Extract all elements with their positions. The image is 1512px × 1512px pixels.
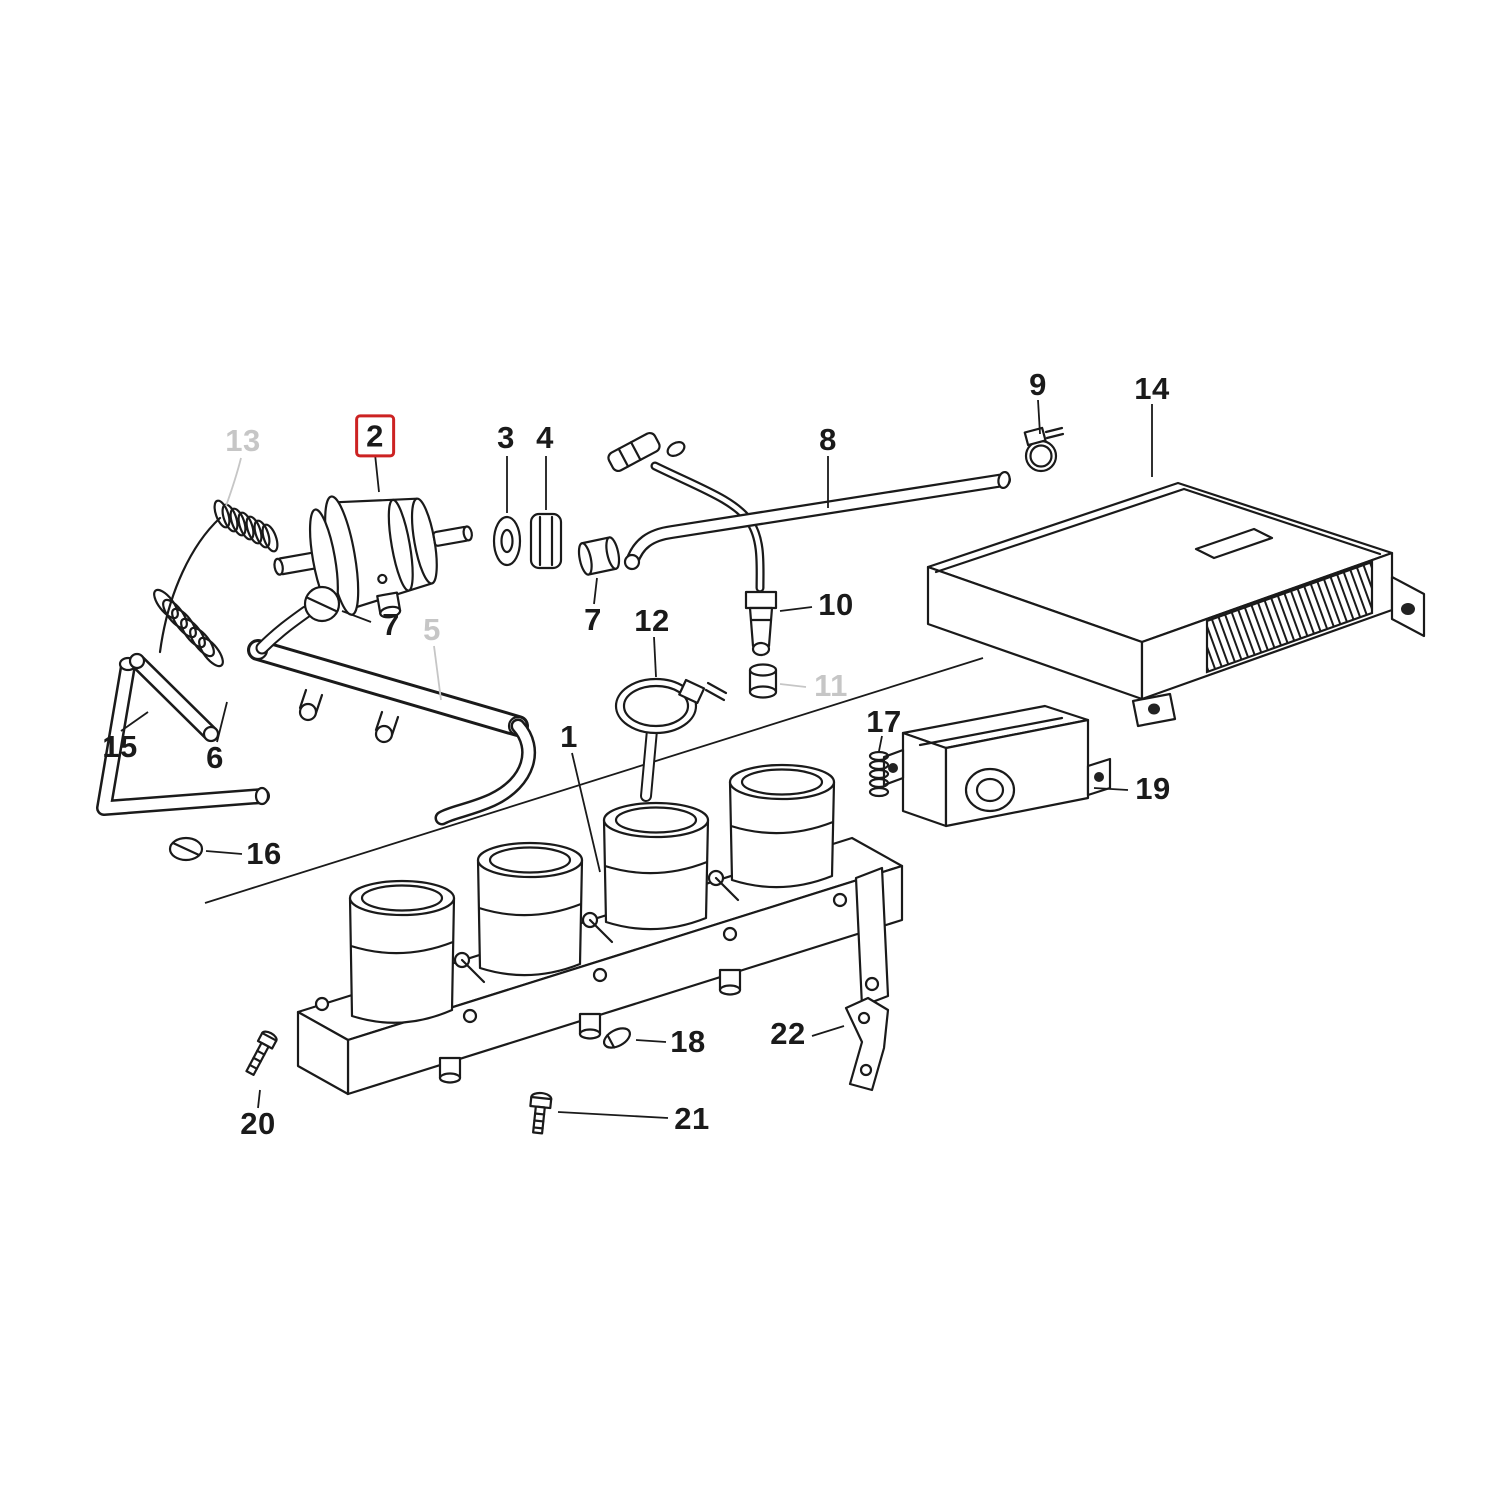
pin-18-drawing: [602, 1027, 632, 1049]
part-label-7a[interactable]: 7: [382, 607, 400, 642]
pressure-regulator-drawing: [273, 495, 473, 619]
part-label-20[interactable]: 20: [240, 1106, 276, 1141]
part-label-14[interactable]: 14: [1134, 371, 1170, 406]
sleeve-11-drawing: [748, 663, 778, 699]
bush-7b-drawing: [577, 536, 621, 576]
throttle-body-4: [728, 763, 836, 889]
part-label-18[interactable]: 18: [670, 1024, 706, 1059]
part-label-11[interactable]: 11: [814, 668, 848, 703]
part-label-1[interactable]: 1: [560, 719, 578, 754]
throttle-body-1: [348, 879, 486, 1024]
sensor-19-drawing: [882, 704, 1112, 828]
oxygen-sensor-drawing: [607, 431, 778, 657]
ecu-drawing: [926, 481, 1426, 728]
screw-21-drawing: [529, 1091, 553, 1135]
part-label-22[interactable]: 22: [770, 1016, 806, 1051]
part-label-17[interactable]: 17: [866, 704, 902, 739]
part-label-13[interactable]: 13: [225, 423, 261, 458]
throttle-assembly-drawing: [296, 763, 904, 1096]
part-label-6[interactable]: 6: [206, 740, 224, 775]
screw-20-drawing: [245, 1030, 278, 1076]
plug-7a-drawing: [303, 585, 341, 623]
hose-8-drawing: [623, 470, 1011, 571]
part-label-10[interactable]: 10: [818, 587, 854, 622]
part-label-9[interactable]: 9: [1029, 367, 1047, 402]
plug-16-drawing: [168, 836, 204, 862]
hose-clamp-12-drawing: [614, 677, 728, 735]
spring-13-drawing: [213, 499, 279, 553]
washer-3-drawing: [492, 515, 522, 567]
part-label-4[interactable]: 4: [536, 420, 554, 455]
part-label-16[interactable]: 16: [246, 836, 282, 871]
part-label-3[interactable]: 3: [497, 420, 515, 455]
part-label-21[interactable]: 21: [674, 1101, 710, 1136]
part-label-15[interactable]: 15: [102, 729, 138, 764]
nut-4-drawing: [529, 512, 563, 570]
part-label-2[interactable]: 2: [355, 414, 395, 458]
bracket-22-drawing: [844, 996, 890, 1092]
throttle-body-2: [476, 841, 614, 977]
fuel-rail-and-hoses-drawing: [96, 499, 537, 862]
throttle-body-3: [602, 801, 740, 931]
hose-stub-drawing: [640, 724, 658, 802]
part-label-12[interactable]: 12: [634, 603, 670, 638]
part-label-19[interactable]: 19: [1135, 771, 1171, 806]
clamp-9-drawing: [1023, 426, 1065, 473]
part-label-5[interactable]: 5: [423, 612, 441, 647]
reference-line: [204, 657, 984, 904]
leader-lines: [120, 399, 1153, 1119]
spring-6-drawing: [153, 588, 224, 668]
part-label-7b[interactable]: 7: [584, 602, 602, 637]
spring-17-drawing: [868, 750, 890, 798]
part-label-8[interactable]: 8: [819, 422, 837, 457]
